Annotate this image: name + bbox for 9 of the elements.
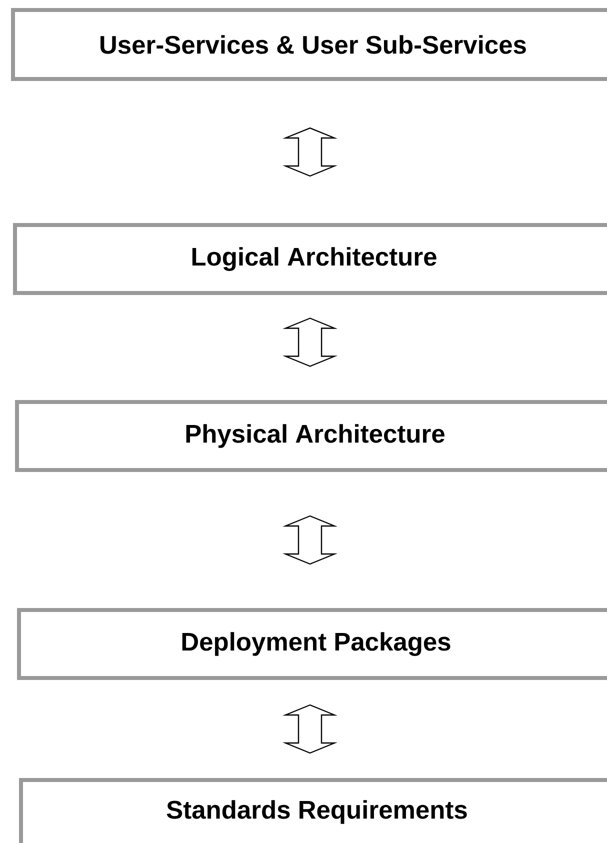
layer-box: Deployment Packages [17,608,607,680]
double-arrow [282,515,338,565]
layer-box: Standards Requirements [19,778,607,843]
layer-box: Physical Architecture [15,400,607,472]
double-arrow [282,704,338,754]
double-arrow [282,127,338,177]
double-arrow [282,318,338,367]
layer-box: User-Services & User Sub-Services [11,8,607,81]
layer-box: Logical Architecture [13,223,607,295]
